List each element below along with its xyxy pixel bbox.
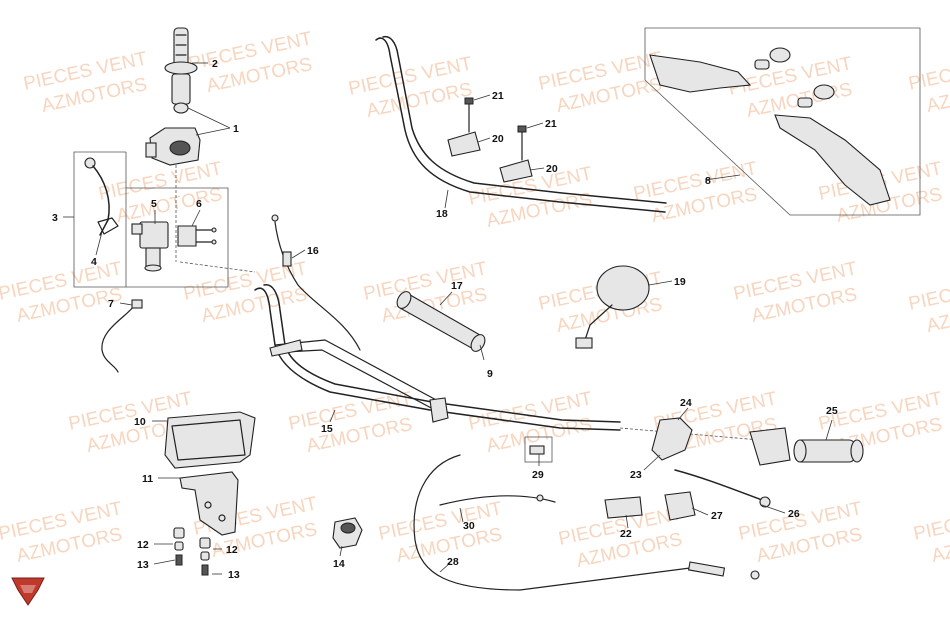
clamp-ring-part <box>332 517 363 549</box>
part-label-12b: 12 <box>226 544 238 556</box>
clamp-bolt-part <box>464 97 527 161</box>
part-label-4: 4 <box>91 256 97 268</box>
part-label-2: 2 <box>212 58 218 70</box>
handlebar-alt-part <box>375 35 667 213</box>
switch-wire-part <box>101 299 143 373</box>
handlebar-part <box>254 284 621 431</box>
part-label-27: 27 <box>711 510 723 522</box>
watermark-line1: PIECES VENT <box>912 498 950 545</box>
mirror-part <box>575 265 650 349</box>
clutch-cable-part <box>439 494 556 506</box>
lever-holder-part <box>664 491 696 521</box>
switch-part <box>604 496 643 519</box>
part-label-9: 9 <box>487 368 493 380</box>
assembly-line <box>179 261 256 273</box>
part-label-17: 17 <box>451 280 463 292</box>
part-label-24: 24 <box>680 397 692 409</box>
instrument-cluster-part <box>164 411 256 469</box>
cluster-bracket-part <box>179 471 239 536</box>
clutch-lever-part <box>84 157 119 236</box>
handguard-group-box <box>644 27 921 216</box>
part-label-1: 1 <box>233 123 239 135</box>
part-label-25: 25 <box>826 405 838 417</box>
part-label-14: 14 <box>333 558 345 570</box>
part-label-29: 29 <box>532 469 544 481</box>
part-label-21b: 21 <box>545 118 557 130</box>
part-label-13a: 13 <box>137 559 149 571</box>
leader-lines <box>63 62 833 575</box>
part-label-16: 16 <box>307 245 319 257</box>
part-label-21a: 21 <box>492 90 504 102</box>
part-label-15: 15 <box>321 423 333 435</box>
brake-cable-part <box>413 454 760 591</box>
part-label-12a: 12 <box>137 539 149 551</box>
watermark-line1: PIECES VENT <box>907 48 950 95</box>
part-label-7: 7 <box>108 298 114 310</box>
part-label-3: 3 <box>52 212 58 224</box>
cable-adjuster-part <box>524 436 553 463</box>
handguard-part <box>649 47 891 206</box>
part-label-5: 5 <box>151 198 157 210</box>
part-label-19: 19 <box>674 276 686 288</box>
bar-clamp-part <box>447 131 533 183</box>
part-label-20a: 20 <box>492 133 504 145</box>
azmotors-logo <box>11 577 45 606</box>
watermark-line1: PIECES VENT <box>907 268 950 315</box>
part-label-22: 22 <box>620 528 632 540</box>
lever-group-box-right <box>126 187 229 288</box>
master-cylinder-part <box>131 221 169 272</box>
part-label-6: 6 <box>196 198 202 210</box>
part-label-20b: 20 <box>546 163 558 175</box>
part-label-18: 18 <box>436 208 448 220</box>
throttle-cable-part <box>271 214 361 351</box>
brake-lever-part <box>674 469 771 508</box>
part-label-10: 10 <box>134 416 146 428</box>
part-label-28: 28 <box>447 556 459 568</box>
clamp-part <box>177 225 217 247</box>
part-label-30: 30 <box>463 520 475 532</box>
screw-part <box>175 554 209 576</box>
part-label-23: 23 <box>630 469 642 481</box>
part-labels: 2 1 3 4 5 6 7 8 9 10 11 12 12 13 13 14 1… <box>52 58 838 581</box>
part-label-11: 11 <box>142 473 153 485</box>
part-label-13b: 13 <box>228 569 240 581</box>
bar-pad-part <box>396 291 486 352</box>
left-grip-part <box>164 27 198 114</box>
part-label-8: 8 <box>705 175 711 187</box>
rubber-bushing-part <box>173 527 211 561</box>
lever-group-box <box>73 151 127 288</box>
part-label-26: 26 <box>788 508 800 520</box>
throttle-housing-part <box>749 427 864 466</box>
switch-housing-part <box>145 127 201 166</box>
